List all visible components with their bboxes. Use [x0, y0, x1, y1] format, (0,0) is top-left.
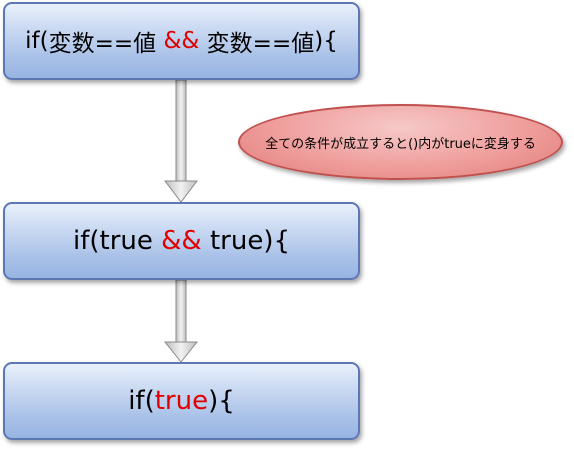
- explanation-callout: 全ての条件が成立すると()内がtrueに変身する: [238, 104, 563, 180]
- if-keyword: if(: [128, 386, 155, 416]
- and-operator: &&: [163, 28, 200, 54]
- left-value: true: [99, 226, 153, 256]
- condition-box-original: if(変数==値 && 変数==値){: [3, 2, 360, 80]
- condition-box-result: if(true){: [3, 362, 360, 440]
- closing-brace: ){: [314, 28, 338, 54]
- if-keyword: if(: [25, 28, 49, 54]
- arrow-down-icon: [163, 279, 199, 363]
- arrow-down-icon: [163, 79, 199, 203]
- and-operator: &&: [161, 226, 202, 256]
- result-value: true: [154, 386, 209, 416]
- right-condition: 変数==値: [206, 31, 315, 57]
- callout-text: 全ての条件が成立すると()内がtrueに変身する: [265, 136, 536, 152]
- right-value: true: [209, 226, 264, 256]
- closing-brace: ){: [208, 386, 235, 416]
- left-condition: 変数==値: [48, 31, 157, 57]
- closing-brace: ){: [263, 226, 291, 256]
- if-keyword: if(: [72, 226, 100, 256]
- condition-box-evaluated: if(true && true){: [3, 202, 360, 280]
